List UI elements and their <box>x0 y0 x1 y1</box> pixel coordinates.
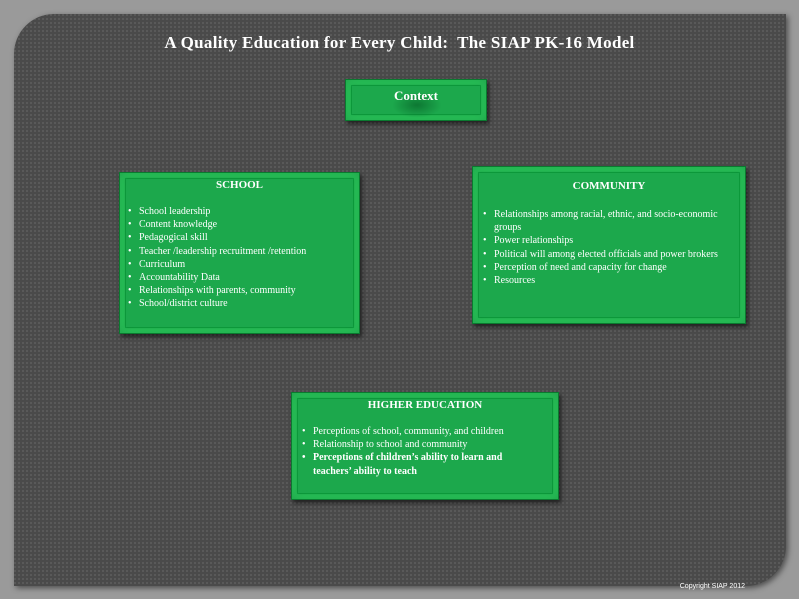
context-box-glow <box>392 92 442 118</box>
community-box: COMMUNITY Relationships among racial, et… <box>472 166 746 324</box>
context-label: Context <box>393 88 439 103</box>
list-item: Curriculum <box>126 258 359 271</box>
community-heading: COMMUNITY <box>572 180 646 192</box>
higher-education-box: HIGHER EDUCATION Perceptions of school, … <box>291 392 559 500</box>
list-item: Pedagogical skill <box>126 231 359 244</box>
higher-education-list: Perceptions of school, community, and ch… <box>292 425 540 478</box>
context-box: Context <box>345 79 487 121</box>
list-item: Content knowledge <box>126 218 359 231</box>
higher-education-heading: HIGHER EDUCATION <box>367 399 483 411</box>
list-item: Relationships among racial, ethnic, and … <box>481 208 721 234</box>
list-item: Relationships with parents, community <box>126 284 359 297</box>
list-item: Power relationships <box>481 234 721 247</box>
list-item: School/district culture <box>126 297 359 310</box>
list-item: Resources <box>481 274 721 287</box>
list-item: Relationship to school and community <box>300 438 540 451</box>
school-box: SCHOOL School leadership Content knowled… <box>119 172 360 334</box>
list-item: Teacher /leadership recruitment /retenti… <box>126 245 359 258</box>
list-item: Perceptions of children’s ability to lea… <box>300 451 540 477</box>
community-list: Relationships among racial, ethnic, and … <box>473 208 721 287</box>
page-title: A Quality Education for Every Child: The… <box>164 33 635 52</box>
list-item: School leadership <box>126 205 359 218</box>
list-item: Perceptions of school, community, and ch… <box>300 425 540 438</box>
list-item: Accountability Data <box>126 271 359 284</box>
copyright-text: Copyright SIAP 2012 <box>679 583 745 590</box>
school-heading: SCHOOL <box>215 179 264 191</box>
list-item: Perception of need and capacity for chan… <box>481 261 721 274</box>
list-item: Political will among elected officials a… <box>481 248 721 261</box>
school-list: School leadership Content knowledge Peda… <box>120 205 359 311</box>
